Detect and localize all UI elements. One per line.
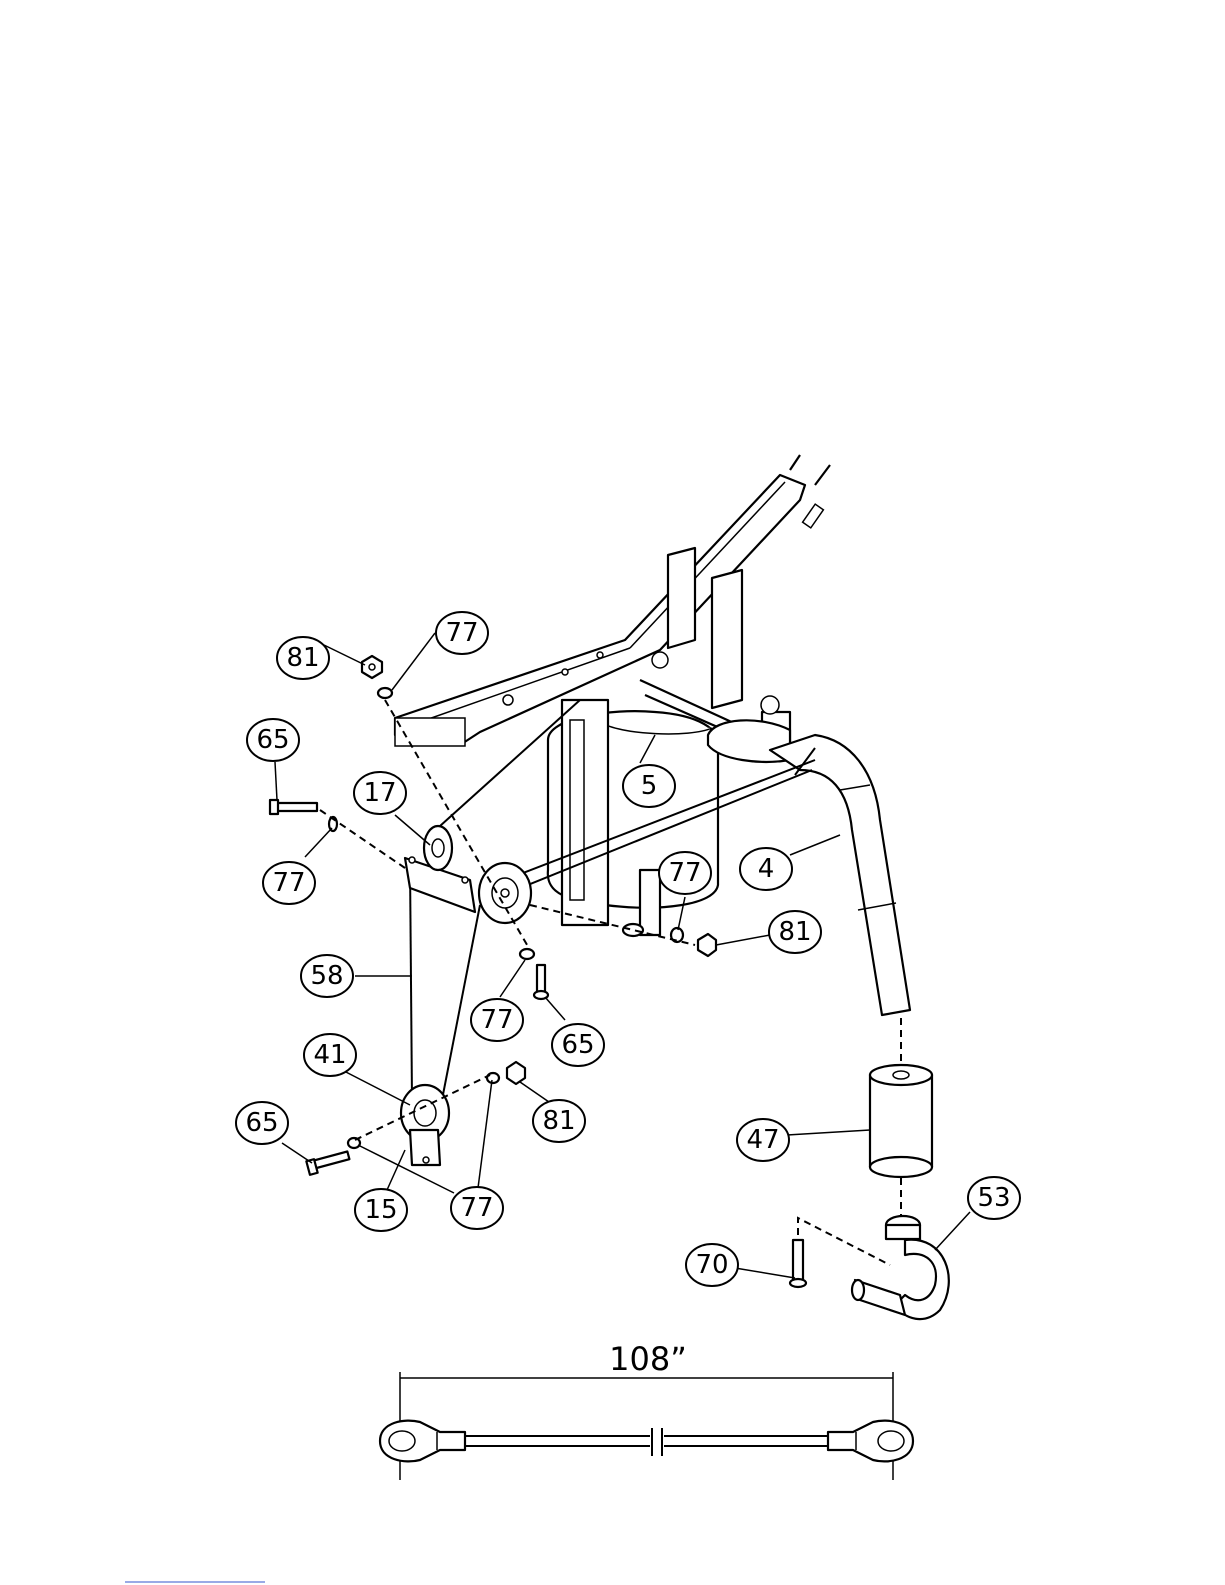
svg-text:81: 81 [542,1106,575,1136]
callout-15: 15 [355,1189,407,1231]
cable-length-label: 108” [609,1340,687,1378]
callout-81-lower: 81 [533,1100,585,1142]
callout-41: 41 [304,1034,356,1076]
callout-70: 70 [686,1244,738,1286]
lower-pulley [401,1085,449,1165]
callout-5: 5 [623,765,675,807]
callout-77-top: 77 [436,612,488,654]
svg-text:81: 81 [778,917,811,947]
callout-77-center: 77 [471,999,523,1041]
svg-text:77: 77 [445,618,478,648]
svg-text:65: 65 [256,725,289,755]
svg-text:4: 4 [758,854,775,884]
callout-65-lower-left: 65 [236,1102,288,1144]
callout-53: 53 [968,1177,1020,1219]
callout-65-upper-left: 65 [247,719,299,761]
svg-text:41: 41 [313,1040,346,1070]
svg-text:17: 17 [363,778,396,808]
callout-58: 58 [301,955,353,997]
callout-4: 4 [740,848,792,890]
svg-text:15: 15 [364,1195,397,1225]
callout-77-center-right: 77 [659,852,711,894]
svg-text:77: 77 [272,868,305,898]
hook-bar [790,1216,949,1319]
cable-drawing [380,1421,913,1462]
svg-text:77: 77 [460,1193,493,1223]
svg-text:65: 65 [561,1030,594,1060]
callout-77-bottom: 77 [451,1187,503,1229]
svg-text:47: 47 [746,1125,779,1155]
roller-pad [870,1065,932,1177]
svg-text:65: 65 [245,1108,278,1138]
svg-text:77: 77 [668,858,701,888]
weight-shroud [548,700,790,936]
callout-17: 17 [354,772,406,814]
svg-text:53: 53 [977,1183,1010,1213]
callout-65-center: 65 [552,1024,604,1066]
callout-47: 47 [737,1119,789,1161]
svg-text:58: 58 [310,961,343,991]
svg-text:77: 77 [480,1005,513,1035]
callout-77-left: 77 [263,862,315,904]
svg-text:5: 5 [641,771,658,801]
callout-81-right: 81 [769,911,821,953]
svg-text:81: 81 [286,643,319,673]
cable-dimension-drawing: 108” [380,1340,913,1480]
svg-text:70: 70 [695,1250,728,1280]
callout-81-top: 81 [277,637,329,679]
